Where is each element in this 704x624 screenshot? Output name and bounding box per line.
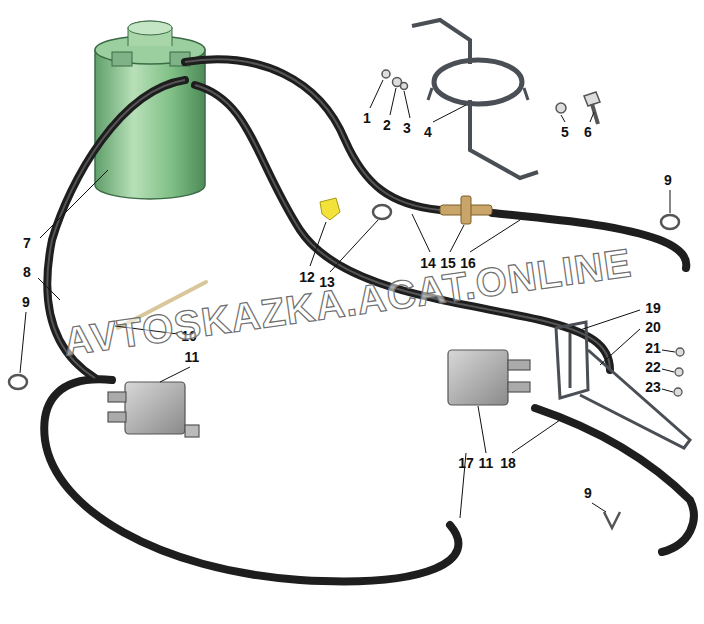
- leader-line: [370, 80, 383, 108]
- canister: [95, 21, 205, 199]
- callout-number: 22: [645, 360, 661, 374]
- leader-line: [600, 329, 640, 365]
- washer-set: [382, 70, 390, 78]
- nut-washer: [674, 388, 682, 396]
- hose-clamp: [661, 215, 679, 229]
- mounting-bracket: [412, 20, 470, 64]
- leader-line: [160, 367, 190, 382]
- leader-line: [310, 222, 326, 266]
- leader-line: [390, 88, 396, 115]
- nut-washer: [675, 368, 683, 376]
- callout-number: 9: [22, 295, 30, 309]
- hose-clamp: [9, 205, 679, 528]
- leader-line: [478, 406, 486, 453]
- callout-number: 12: [299, 270, 315, 284]
- callout-number: 5: [561, 125, 569, 139]
- watermark: AVTOSKAZKA.ACAT.ONLINE: [61, 242, 634, 361]
- leader-line: [450, 225, 464, 252]
- leader-line: [330, 220, 378, 272]
- hose: [185, 59, 440, 210]
- solenoid-valve: [185, 425, 199, 437]
- mounting-bracket: [470, 100, 538, 178]
- hose: [535, 408, 694, 552]
- leader-line: [512, 420, 560, 453]
- hose: [44, 59, 694, 581]
- leader-line: [561, 115, 565, 122]
- leader-line: [590, 112, 594, 122]
- callout-number: 20: [645, 320, 661, 334]
- valve-bracket: [556, 322, 690, 448]
- washer-set: [556, 103, 566, 113]
- callout-number: 17: [458, 456, 474, 470]
- hose-highlight: [185, 59, 440, 210]
- callout-number: 3: [403, 121, 411, 135]
- leader-line: [404, 91, 410, 118]
- washer-set: [584, 92, 600, 106]
- callout-number: 6: [584, 125, 592, 139]
- hose-clamp: [604, 512, 620, 528]
- solenoid-valve: [108, 412, 126, 422]
- tee-fitting: [440, 196, 492, 224]
- mounting-bracket: [428, 88, 528, 100]
- canister: [128, 21, 172, 46]
- callout-number: 14: [420, 256, 436, 270]
- callout-number: 8: [23, 265, 31, 279]
- leader-line: [40, 170, 108, 238]
- leader-line: [20, 80, 675, 518]
- leader-line: [662, 369, 674, 372]
- callout-number: 18: [500, 456, 516, 470]
- mounting-bracket: [434, 60, 522, 104]
- leader-line: [412, 214, 430, 252]
- canister: [128, 21, 172, 35]
- leader-line: [20, 312, 26, 373]
- hose-clamp: [9, 375, 27, 389]
- leader-line: [592, 503, 606, 512]
- leader-line: [470, 220, 520, 252]
- solenoid-valve: [448, 350, 508, 405]
- callout-number: 9: [584, 486, 592, 500]
- washer-set: [401, 83, 408, 90]
- callout-number: 4: [424, 125, 432, 139]
- mounting-bracket: [412, 20, 538, 178]
- washer-set: [382, 70, 600, 124]
- valve-bracket: [569, 333, 572, 388]
- leader-line: [670, 190, 671, 213]
- leader-line: [38, 278, 60, 300]
- tee-fitting: [461, 196, 471, 224]
- nut-washer: [676, 348, 684, 356]
- valve-bracket: [556, 322, 588, 398]
- hose: [44, 379, 458, 581]
- solenoid-valve: [508, 382, 530, 392]
- callout-number: 21: [645, 341, 661, 355]
- callout-number: 23: [645, 380, 661, 394]
- leader-line: [433, 105, 466, 122]
- solenoid-valve: [125, 382, 185, 434]
- callout-number: 7: [23, 236, 31, 250]
- hose-clamp: [373, 205, 391, 219]
- solenoid-valve: [108, 350, 530, 437]
- solenoid-valve: [108, 392, 126, 402]
- valve-bracket: [580, 350, 690, 448]
- callout-number: 11: [479, 456, 494, 470]
- callout-number: 11: [185, 350, 200, 364]
- canister: [112, 52, 132, 66]
- callout-number: 9: [664, 173, 672, 187]
- callout-number: 2: [383, 118, 391, 132]
- leader-line: [662, 389, 673, 392]
- solenoid-valve: [508, 360, 530, 370]
- callout-number: 1: [363, 111, 371, 125]
- leader-line: [662, 350, 675, 352]
- leader-line: [580, 310, 640, 330]
- callout-number: 19: [645, 301, 661, 315]
- spring-clip: [320, 198, 340, 220]
- nut-washer: [674, 348, 684, 396]
